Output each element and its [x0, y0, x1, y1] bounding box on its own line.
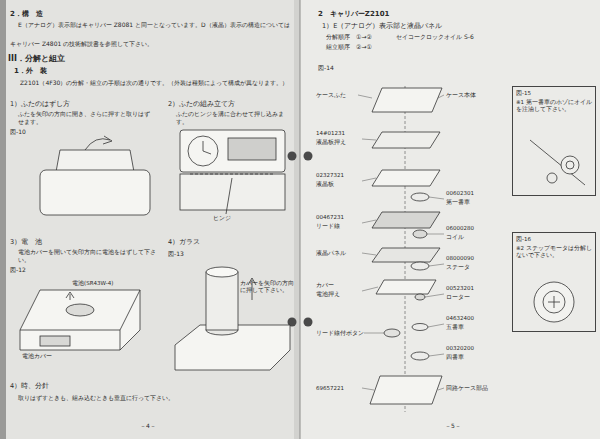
note-text: ※2 ステップモータは分解しないで下さい。	[516, 245, 592, 259]
text-label: 14#01231	[316, 130, 345, 137]
text-label: 電池押え	[316, 291, 340, 298]
text-label: リード線付ボタン	[316, 330, 364, 337]
text-label: 00602301	[446, 190, 474, 197]
text-label: 液晶板押え	[316, 139, 346, 146]
text-label: E（アナログ）表示部はキャリバー Z8081 と同一となっています。D（液晶）表…	[18, 21, 293, 29]
text-label: 2）ふたの組み立て方	[168, 100, 235, 108]
text-label: 02327321	[316, 172, 344, 179]
text-label: 00320200	[446, 345, 474, 352]
text-label: ケース本体	[446, 92, 476, 99]
text-label: －4－	[140, 422, 156, 430]
text-label: 69657221	[316, 385, 344, 392]
text-label: 分解順序 ①→②	[326, 33, 372, 41]
text-label: ヒンジ	[213, 215, 231, 222]
text-label: 1）E（アナログ）表示部と液晶パネル	[322, 22, 442, 30]
text-label: 図-10	[10, 128, 26, 136]
text-label: 図-12	[10, 266, 26, 274]
text-label: 4）時、分針	[10, 382, 49, 390]
note-text: ※1 第一番車のホゾにオイルを注油して下さい。	[516, 99, 592, 113]
text-label: Z2101（4F30）の分解・組立の手順は次の通りです。（外装は種類によって構成…	[20, 79, 290, 87]
figure-number: 図-16	[516, 236, 592, 243]
text-label: 3）電 池	[10, 238, 42, 246]
text-label: 1）ふたのはずし方	[10, 100, 70, 108]
text-label: 五番車	[446, 324, 464, 331]
text-label: 取りはずすときも、組み込むときも垂直に行って下さい。	[18, 394, 288, 402]
text-label: セイコークロックオイル S-6	[396, 33, 474, 41]
text-label: 電池カバー	[22, 353, 52, 360]
text-label: 06000280	[446, 225, 474, 232]
text-label: ケースふた	[316, 92, 346, 99]
text-label: カバー	[316, 282, 334, 289]
text-label: 電池カバーを開いて矢印方向に電池をはずして下さい。	[18, 248, 158, 264]
text-label: 2．構 造	[10, 10, 43, 19]
text-label: 00523201	[446, 285, 474, 292]
text-label: 1．外 装	[14, 67, 47, 76]
text-label: 電池(SR43W-4)	[72, 280, 113, 287]
inset-frame: 図-16 ※2 ステップモータは分解しないで下さい。	[512, 232, 596, 332]
text-label: ローター	[446, 294, 470, 301]
text-label: 04632400	[446, 315, 474, 322]
text-label: キャリバー Z4801 の技術解説書を参照して下さい。	[10, 40, 153, 48]
text-label: 4）ガラス	[168, 238, 200, 246]
text-label: III．分解と組立	[8, 54, 65, 64]
text-label: ふたのヒンジを溝に合わせて押し込みます。	[176, 110, 291, 126]
text-label: 08000090	[446, 255, 474, 262]
text-label: リード線	[316, 223, 340, 230]
text-label: 図-14	[318, 64, 334, 72]
text-label: 組立順序 ②→①	[326, 43, 372, 51]
text-label: ふたを矢印の方向に開き、さらに押すと取りはずせます。	[18, 110, 153, 126]
text-label: 2 キャリバーZ2101	[318, 10, 389, 19]
text-label: 回路ケース部品	[446, 385, 488, 392]
text-label: 00467231	[316, 214, 344, 221]
text-label: カバーを矢印の方向に押して下さい。	[240, 280, 294, 294]
text-label: －5－	[445, 422, 461, 430]
figure-number: 図-15	[516, 90, 592, 97]
text-label: コイル	[446, 234, 464, 241]
text-label: 図-13	[168, 250, 184, 258]
inset-frame: 図-15 ※1 第一番車のホゾにオイルを注油して下さい。	[512, 86, 596, 196]
text-label: ステータ	[446, 264, 470, 271]
text-label: 第一番車	[446, 199, 470, 206]
text-label: 液晶板	[316, 181, 334, 188]
text-label: 液晶パネル	[316, 250, 346, 257]
text-label: 四番車	[446, 354, 464, 361]
